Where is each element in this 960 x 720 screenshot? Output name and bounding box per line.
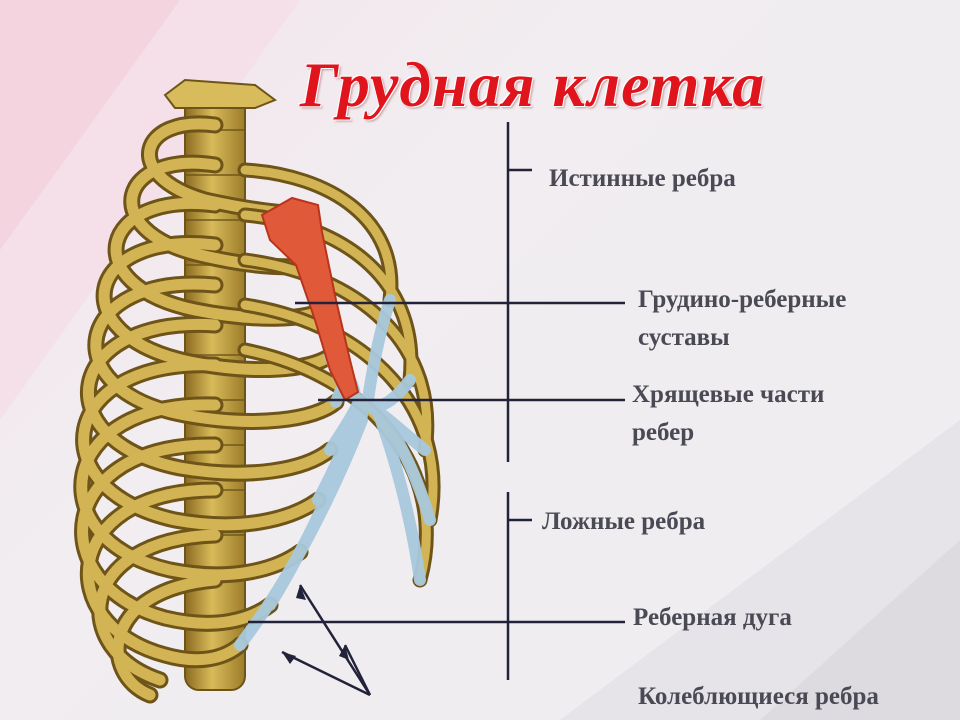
label-costal-cartilage-line2: ребер [632,419,695,446]
label-true-ribs: Истинные ребра [549,165,736,192]
arrowheads [282,585,349,664]
label-costal-cartilage-line1: Хрящевые части [632,381,825,408]
sternum [260,196,360,402]
leader-lines [248,122,625,697]
label-sternocostal-joints-line2: суставы [638,324,730,351]
label-costal-arch: Реберная дуга [633,604,792,631]
label-floating-ribs: Колеблющиеся ребра [638,683,879,710]
label-sternocostal-joints: Грудино-реберные суставы [638,281,846,357]
label-sternocostal-joints-line1: Грудино-реберные [638,286,847,313]
label-costal-cartilage: Хрящевые части ребер [632,376,824,452]
label-false-ribs: Ложные ребра [542,508,706,535]
slide-title: Грудная клетка [300,49,766,120]
